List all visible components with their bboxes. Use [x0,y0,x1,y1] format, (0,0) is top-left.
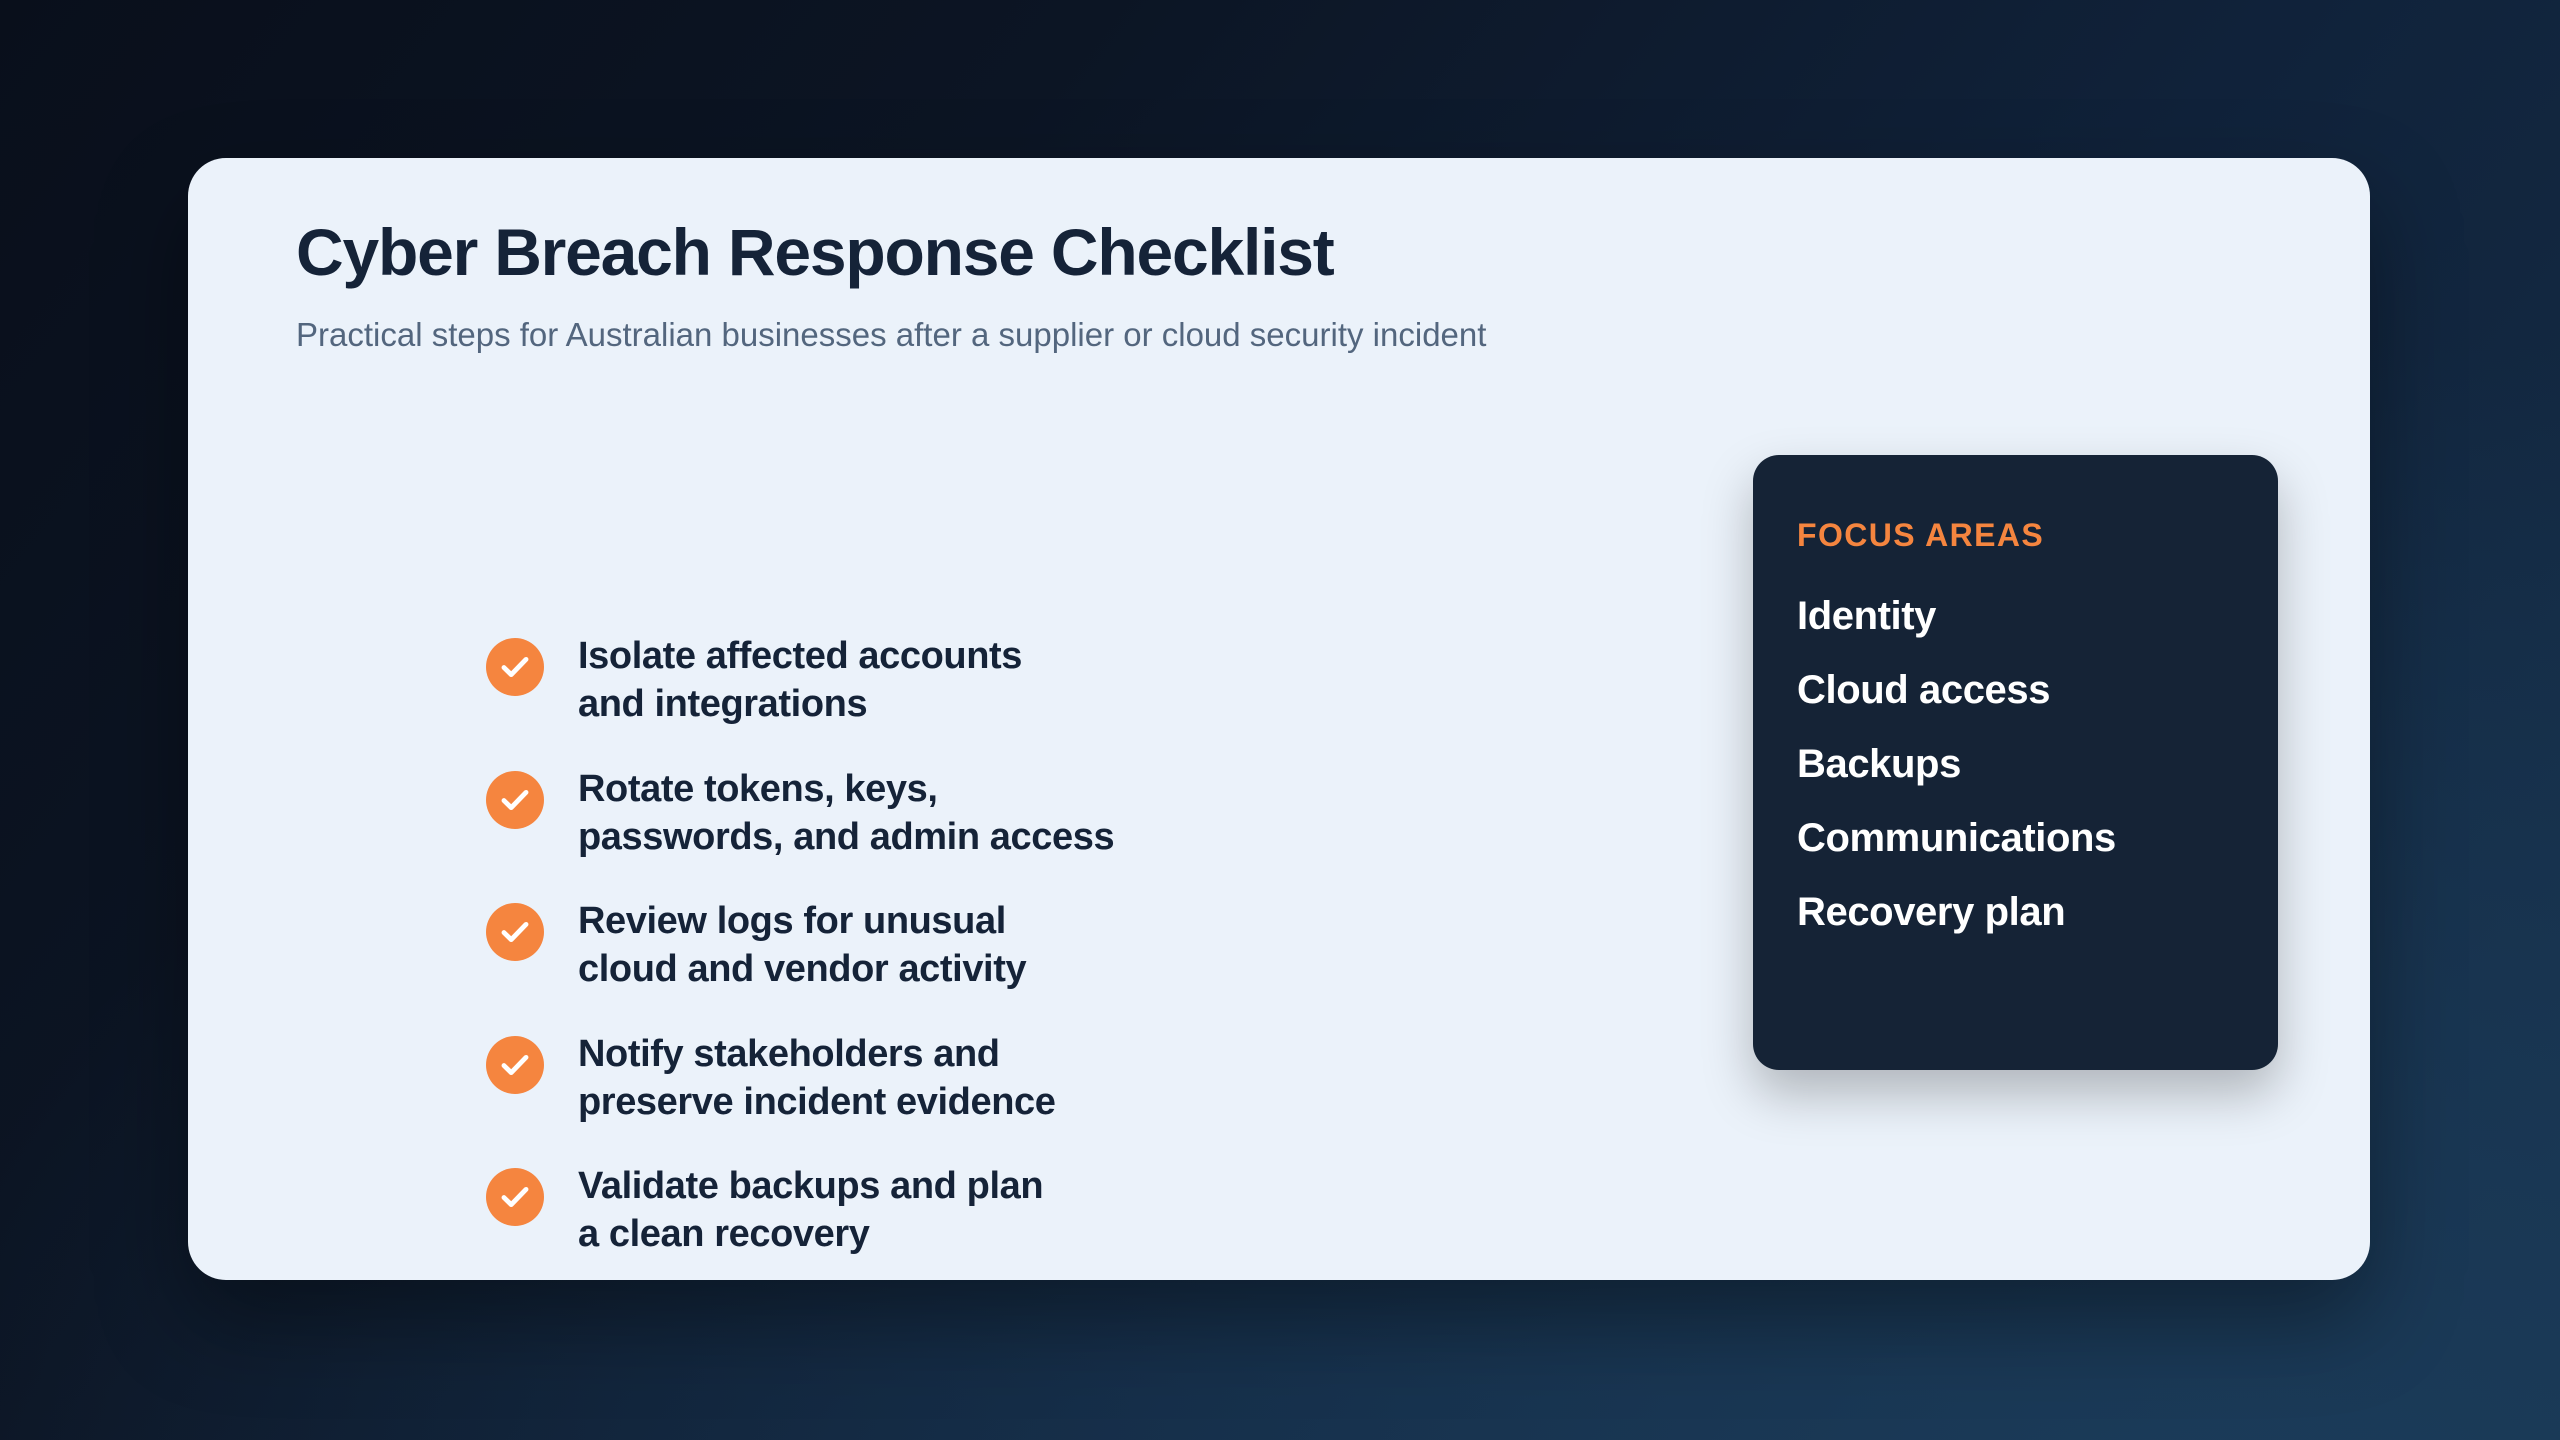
check-circle-icon [486,903,544,961]
checklist-item-label: Rotate tokens, keys, passwords, and admi… [578,763,1115,862]
card-header: Cyber Breach Response Checklist Practica… [296,215,1956,355]
check-circle-icon [486,638,544,696]
focus-area-item: Recovery plan [1797,890,2066,934]
focus-areas-panel: FOCUS AREAS Identity Cloud access Backup… [1753,455,2278,1070]
checklist-item-line-2: a clean recovery [578,1213,870,1256]
focus-area-item: Cloud access [1797,668,2051,712]
checklist-item[interactable]: Validate backups and plan a clean recove… [486,1160,1816,1259]
checklist-item-label: Review logs for unusual cloud and vendor… [578,895,1027,994]
focus-areas-heading: FOCUS AREAS [1797,517,2045,553]
checklist-card: Cyber Breach Response Checklist Practica… [188,158,2370,1280]
focus-area-item: Identity [1797,594,1937,638]
focus-areas-list: Identity Cloud access Backups Communicat… [1797,596,2278,932]
checklist-item-label: Isolate affected accounts and integratio… [578,630,1022,729]
checklist-item-line-2: passwords, and admin access [578,815,1115,858]
check-circle-icon [486,770,544,829]
checklist-item[interactable]: Rotate tokens, keys, passwords, and admi… [486,763,1816,862]
focus-area-item: Communications [1797,816,2116,860]
checklist-item-label: Validate backups and plan a clean recove… [578,1160,1044,1259]
checklist-item-line-2: cloud and vendor activity [578,948,1027,991]
checklist-item-line-1: Validate backups and plan [578,1165,1044,1207]
checklist-item[interactable]: Notify stakeholders and preserve inciden… [486,1028,1816,1127]
checklist-item-line-2: preserve incident evidence [578,1080,1056,1123]
check-circle-icon [486,1035,544,1094]
checklist-item-line-1: Rotate tokens, keys, [578,767,938,810]
page-title: Cyber Breach Response Checklist [296,215,1335,289]
checklist-item-line-1: Notify stakeholders and [578,1032,1000,1075]
checklist-item[interactable]: Isolate affected accounts and integratio… [486,630,1816,729]
check-circle-icon [486,1168,544,1226]
checklist-item-line-1: Isolate affected accounts [578,635,1023,677]
checklist: Isolate affected accounts and integratio… [486,630,1816,1259]
page-subtitle: Practical steps for Australian businesse… [296,315,1487,353]
checklist-item-line-2: and integrations [578,683,868,726]
checklist-item-label: Notify stakeholders and preserve inciden… [578,1028,1056,1127]
focus-area-item: Backups [1797,742,1961,786]
checklist-item-line-1: Review logs for unusual [578,900,1006,942]
checklist-item[interactable]: Review logs for unusual cloud and vendor… [486,895,1816,994]
